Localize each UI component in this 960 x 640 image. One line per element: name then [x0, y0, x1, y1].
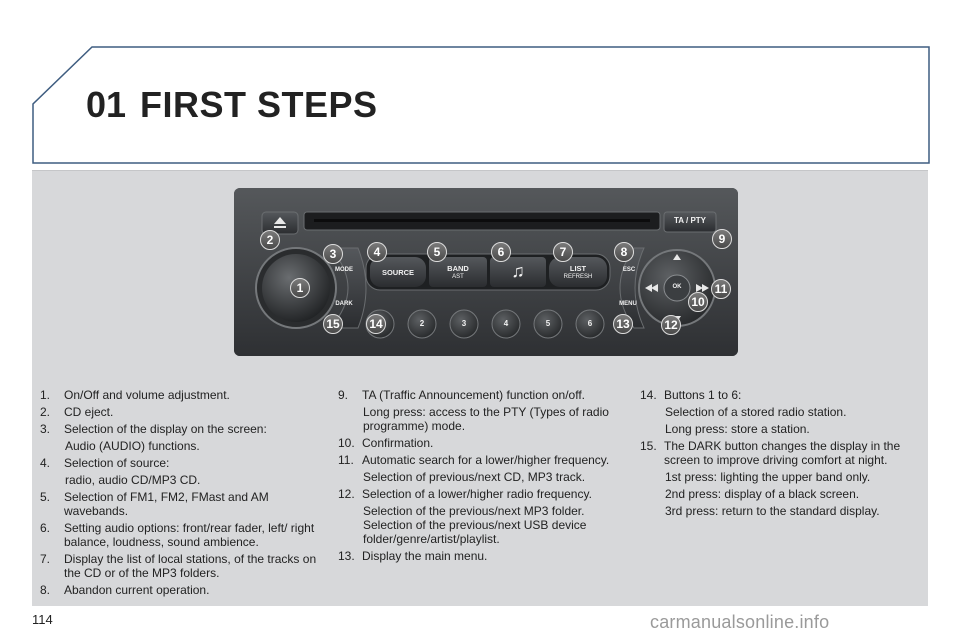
legend-item-detail: 1st press: lighting the upper band only. — [665, 470, 871, 484]
dark-button[interactable]: DARK — [335, 301, 353, 307]
ta-pty-button[interactable]: TA / PTY — [674, 216, 706, 225]
chapter-number: 01 — [86, 84, 127, 125]
callout-4: 4 — [367, 242, 387, 262]
band-sub-label: AST — [452, 274, 464, 280]
legend-item-number: 15. — [640, 439, 657, 453]
legend-item-number: 11. — [338, 453, 354, 467]
list-sub-label: REFRESH — [563, 274, 593, 280]
legend-item-number: 12. — [338, 487, 355, 501]
callout-7: 7 — [553, 242, 573, 262]
legend-item-text: The DARK button changes the display in t… — [664, 439, 901, 467]
legend-item-number: 2. — [40, 405, 51, 419]
page-number: 114 — [32, 612, 53, 627]
callout-12: 12 — [661, 315, 681, 335]
legend-item: 14. Buttons 1 to 6: — [640, 388, 920, 402]
preset-button-6[interactable]: 6 — [587, 319, 593, 328]
legend-item-detail: 2nd press: display of a black screen. — [665, 487, 860, 501]
legend-item-text: Automatic search for a lower/higher freq… — [362, 453, 610, 467]
callout-8: 8 — [614, 242, 634, 262]
legend-item-number: 5. — [40, 490, 51, 504]
legend-item-detail: Audio (AUDIO) functions. — [65, 439, 200, 453]
legend-item: 11. Automatic search for a lower/higher f… — [338, 453, 620, 467]
callout-11: 11 — [711, 279, 731, 299]
legend-item-detail: radio, audio CD/MP3 CD. — [65, 473, 201, 487]
legend-item: 3. Selection of the display on the screen… — [40, 422, 320, 436]
legend-item-number: 14. — [640, 388, 657, 402]
legend-item-text: Abandon current operation. — [64, 583, 210, 597]
preset-button-4[interactable]: 4 — [503, 319, 509, 328]
callout-1: 1 — [290, 278, 310, 298]
legend-item: 2. CD eject. — [40, 405, 320, 419]
list-button[interactable]: LIST — [569, 264, 587, 273]
band-button[interactable]: BAND — [447, 264, 469, 273]
legend-item-text: Buttons 1 to 6: — [664, 388, 742, 402]
legend-item: 5. Selection of FM1, FM2, FMast and AM wa… — [40, 490, 320, 518]
legend-item-text: TA (Traffic Announcement) function on/of… — [362, 388, 586, 402]
mode-button[interactable]: MODE — [335, 267, 353, 273]
preset-button-5[interactable]: 5 — [545, 319, 551, 328]
legend-item: 7. Display the list of local stations, of… — [40, 552, 320, 580]
music-note-icon[interactable]: ♫ — [511, 261, 525, 281]
page-title: FIRST STEPS — [140, 84, 378, 125]
legend-item: 6. Setting audio options: front/rear fade… — [40, 521, 320, 549]
legend-item: 9. TA (Traffic Announcement) function on/… — [338, 388, 620, 402]
source-button[interactable]: SOURCE — [381, 268, 415, 277]
legend-item-detail: Selection of previous/next CD, MP3 track… — [363, 470, 586, 484]
chapter-header-box — [32, 46, 930, 164]
legend-item-number: 4. — [40, 456, 51, 470]
legend-item: 15. The DARK button changes the display i… — [640, 439, 920, 467]
legend-column-3: 14. Buttons 1 to 6: Selection of a stored … — [640, 388, 920, 521]
callout-6: 6 — [491, 242, 511, 262]
preset-button-3[interactable]: 3 — [461, 319, 467, 328]
legend-item-text: Setting audio options: front/rear fader,… — [64, 521, 315, 549]
legend-item: 12. Selection of a lower/higher radio fre… — [338, 487, 620, 501]
legend-item-number: 13. — [338, 549, 355, 563]
callout-2: 2 — [260, 230, 280, 250]
legend-item-detail: Selection of the previous/next MP3 folde… — [363, 504, 587, 546]
legend-item-detail: Long press: access to the PTY (Types of … — [363, 405, 609, 433]
legend-item: 13. Display the main menu. — [338, 549, 620, 563]
legend-item: 10. Confirmation. — [338, 436, 620, 450]
legend-item-text: CD eject. — [64, 405, 114, 419]
legend-item-text: Selection of the display on the screen: — [64, 422, 267, 436]
legend-item-number: 8. — [40, 583, 51, 597]
callout-13: 13 — [613, 314, 633, 334]
callout-10: 10 — [688, 292, 708, 312]
ok-button[interactable]: OK — [672, 284, 682, 290]
legend-item-number: 1. — [40, 388, 51, 402]
legend-item-number: 6. — [40, 521, 51, 535]
esc-button[interactable]: ESC — [622, 267, 636, 273]
legend-item-text: Selection of FM1, FM2, FMast and AM wave… — [64, 490, 269, 518]
legend-item: 1. On/Off and volume adjustment. — [40, 388, 320, 402]
legend-item-text: Selection of a lower/higher radio freque… — [362, 487, 592, 501]
legend-item-text: On/Off and volume adjustment. — [64, 388, 230, 402]
callout-3: 3 — [323, 244, 343, 264]
watermark: carmanualsonline.info — [650, 612, 830, 632]
legend-item-text: Display the main menu. — [362, 549, 488, 563]
legend-item-detail: 3rd press: return to the standard displa… — [665, 504, 880, 518]
legend-item-detail: Long press: store a station. — [665, 422, 810, 436]
legend-item-number: 9. — [338, 388, 349, 402]
legend-item: 8. Abandon current operation. — [40, 583, 320, 597]
callout-9: 9 — [712, 229, 732, 249]
legend-item-text: Confirmation. — [362, 436, 434, 450]
legend-item-number: 7. — [40, 552, 51, 566]
callout-15: 15 — [323, 314, 343, 334]
legend-item: 4. Selection of source: — [40, 456, 320, 470]
callout-14: 14 — [366, 314, 386, 334]
legend-item-number: 10. — [338, 436, 355, 450]
preset-button-2[interactable]: 2 — [419, 319, 425, 328]
legend-column-1: 1. On/Off and volume adjustment. 2. CD ejec… — [40, 388, 320, 600]
legend-item-detail: Selection of a stored radio station. — [665, 405, 847, 419]
legend-item-number: 3. — [40, 422, 51, 436]
legend-item-text: Display the list of local stations, of t… — [64, 552, 317, 580]
menu-button[interactable]: MENU — [619, 301, 637, 307]
legend-item-text: Selection of source: — [64, 456, 170, 470]
legend-column-2: 9. TA (Traffic Announcement) function on/… — [338, 388, 620, 566]
callout-5: 5 — [427, 242, 447, 262]
